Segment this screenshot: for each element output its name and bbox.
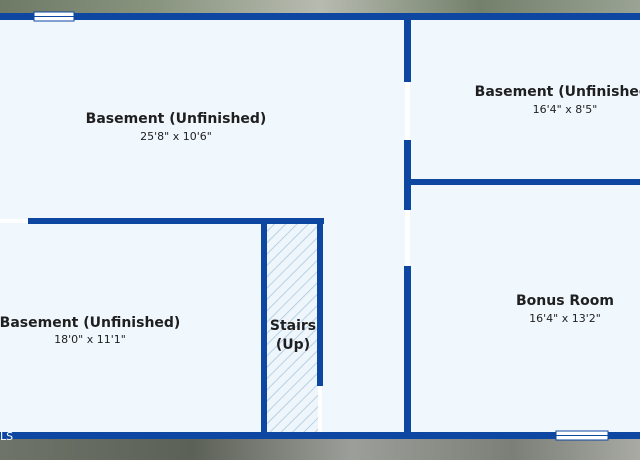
room-label-bonus-room: Bonus Room 16'4" x 13'2" bbox=[516, 293, 614, 325]
window-bottom bbox=[555, 430, 609, 441]
room-label-stairs: Stairs (Up) bbox=[270, 318, 316, 353]
svg-text:Basement (Unfinished): Basement (Unfinished) bbox=[475, 84, 640, 100]
svg-text:18'0" x 11'1": 18'0" x 11'1" bbox=[54, 333, 126, 346]
svg-text:16'4" x 13'2": 16'4" x 13'2" bbox=[529, 312, 601, 325]
room-label-basement-top-left: Basement (Unfinished) 25'8" x 10'6" bbox=[86, 111, 267, 143]
background-photo-top bbox=[0, 0, 640, 16]
stairs-hatch bbox=[266, 224, 318, 432]
svg-text:Basement (Unfinished): Basement (Unfinished) bbox=[86, 111, 267, 127]
window-top bbox=[33, 11, 75, 22]
exterior-walls bbox=[0, 13, 640, 439]
svg-text:Stairs: Stairs bbox=[270, 318, 316, 334]
room-label-basement-bottom-left: Basement (Unfinished) 18'0" x 11'1" bbox=[0, 315, 180, 346]
openings bbox=[0, 82, 410, 432]
svg-text:Basement (Unfinished): Basement (Unfinished) bbox=[0, 315, 180, 331]
interior-walls bbox=[28, 16, 640, 436]
watermark-text: LS bbox=[0, 430, 14, 443]
svg-text:(Up): (Up) bbox=[276, 337, 310, 353]
svg-text:Bonus Room: Bonus Room bbox=[516, 293, 614, 309]
svg-text:25'8" x 10'6": 25'8" x 10'6" bbox=[140, 130, 212, 143]
room-label-basement-top-right: Basement (Unfinished) 16'4" x 8'5" bbox=[475, 84, 640, 116]
svg-text:16'4" x 8'5": 16'4" x 8'5" bbox=[533, 103, 598, 116]
background-photo-bottom bbox=[0, 436, 640, 460]
